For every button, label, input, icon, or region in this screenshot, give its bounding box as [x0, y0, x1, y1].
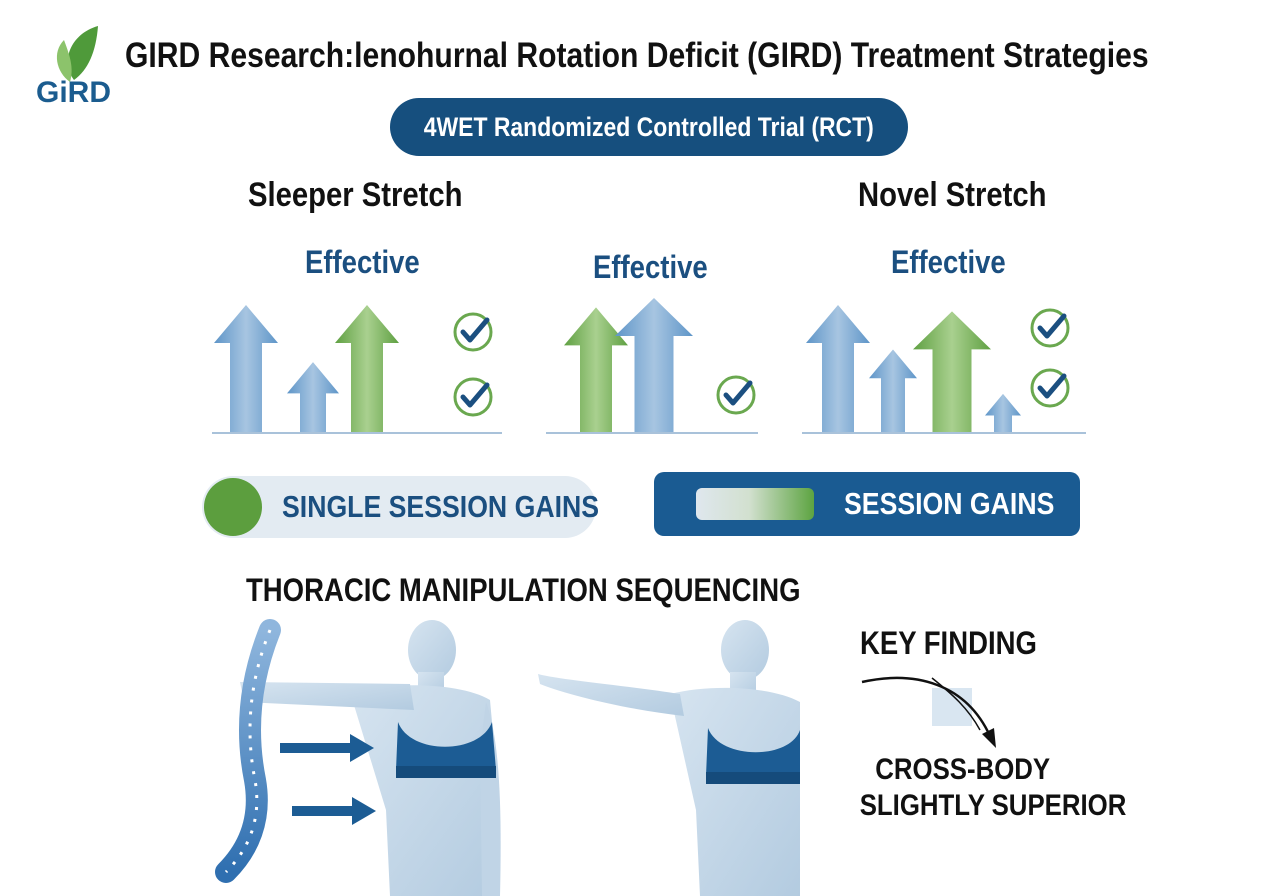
effect-arrow-2-0	[806, 305, 870, 432]
novel-stretch-title: Novel Stretch	[858, 176, 1047, 214]
thrust-arrow-icon	[280, 734, 376, 825]
thoracic-figures	[215, 619, 800, 896]
single-session-gains-label: SINGLE SESSION GAINS	[282, 489, 600, 524]
curved-arrow-icon	[861, 676, 996, 748]
check-icon	[453, 377, 493, 417]
effect-arrow-0-1	[287, 362, 339, 432]
gird-logo-leaf-icon	[56, 26, 98, 82]
key-finding-line2: SLIGHTLY SUPERIOR	[859, 789, 1127, 822]
effect-arrow-1-1	[615, 298, 693, 432]
key-finding-line1: CROSS-BODY	[875, 753, 1051, 786]
session-gains-label: SESSION GAINS	[844, 486, 1055, 521]
right-effective-label: Effective	[891, 244, 1006, 280]
effect-arrow-2-2	[913, 311, 991, 432]
check-icon	[716, 375, 756, 415]
spine-icon	[215, 619, 281, 883]
effect-arrow-1-0	[564, 307, 628, 432]
check-icon	[453, 312, 493, 352]
single-session-gains-pill: SINGLE SESSION GAINS	[202, 476, 600, 538]
key-finding-title: KEY FINDING	[860, 625, 1037, 661]
rct-badge: 4WET Randomized Controlled Trial (RCT)	[390, 98, 908, 156]
effect-arrow-0-0	[214, 305, 278, 432]
middle-effective-label: Effective	[593, 249, 708, 285]
gradient-bar-icon	[696, 488, 814, 520]
green-dot-icon	[204, 478, 262, 536]
effect-arrow-0-2	[335, 305, 399, 432]
key-finding-result: CROSS-BODY SLIGHTLY SUPERIOR	[838, 752, 1127, 824]
figure-two-torso-icon	[538, 620, 800, 896]
figure-one-torso-icon	[240, 620, 501, 896]
left-effective-label: Effective	[305, 244, 420, 280]
check-icon	[1030, 368, 1070, 408]
session-gains-pill: SESSION GAINS	[654, 472, 1080, 536]
page-title: GIRD Research:lenohurnal Rotation Defici…	[125, 36, 1149, 75]
thoracic-section-title: THORACIC MANIPULATION SEQUENCING	[246, 572, 801, 608]
rct-badge-label: 4WET Randomized Controlled Trial (RCT)	[423, 111, 875, 142]
sleeper-stretch-title: Sleeper Stretch	[248, 176, 463, 214]
effect-arrow-2-3	[985, 393, 1021, 432]
check-icon	[1030, 308, 1070, 348]
logo-text: GiRD	[36, 76, 111, 109]
effect-arrow-2-1	[869, 349, 917, 432]
